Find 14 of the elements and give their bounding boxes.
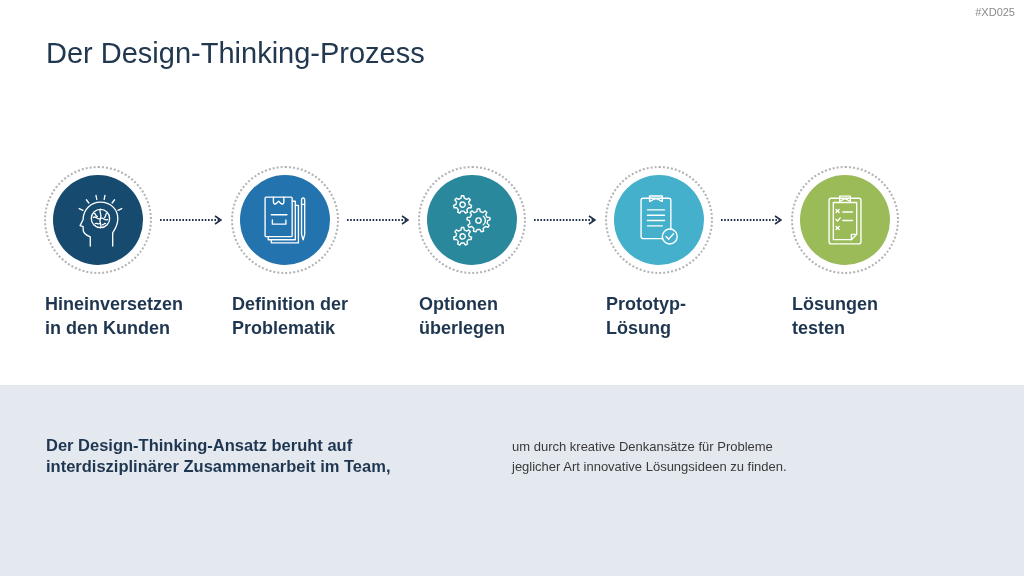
- slide-title: Der Design-Thinking-Prozess: [46, 36, 425, 70]
- step-label: Hineinversetzen in den Kunden: [45, 293, 185, 340]
- arrow: [533, 215, 596, 225]
- band-text: um durch kreative Denkansätze für Probleme jeglicher Art innovative Lösungsideen zu finden.: [512, 438, 788, 476]
- slide-code: #XD025: [975, 6, 1015, 19]
- step-label: Prototyp-Lösung: [606, 293, 687, 340]
- arrow: [159, 215, 222, 225]
- footer-band: [0, 385, 1024, 576]
- arrow: [346, 215, 409, 225]
- step-label: Lösungen testen: [792, 293, 879, 340]
- step-label: Definition der Problematik: [232, 293, 349, 340]
- step-label: Optionen überlegen: [419, 293, 507, 340]
- band-heading: Der Design-Thinking-Ansatz beruht auf interdisziplinärer Zusammenarbeit im Team,: [46, 435, 392, 477]
- arrow: [720, 215, 782, 225]
